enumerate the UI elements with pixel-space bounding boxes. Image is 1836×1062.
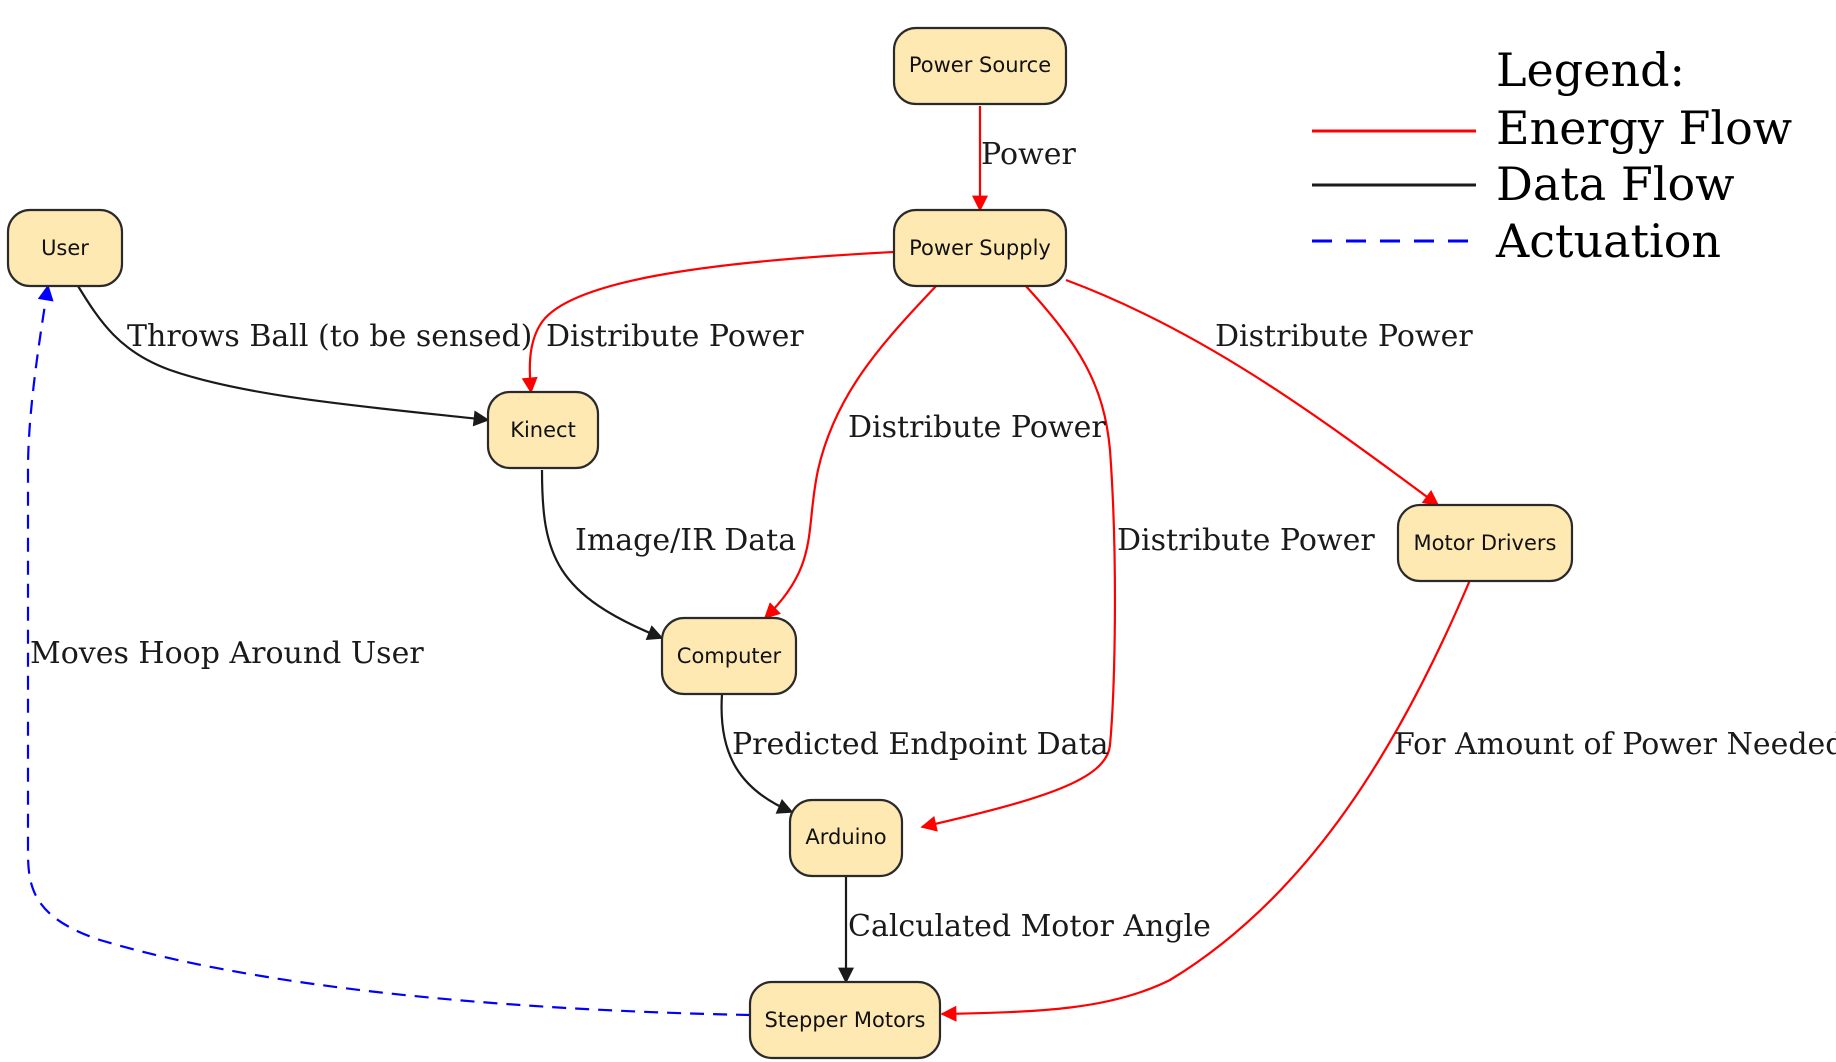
node-computer: Computer	[660, 616, 798, 696]
node-kinect: Kinect	[486, 390, 600, 470]
edge-kinect-to-computer	[540, 469, 664, 641]
node-stepper-motors-label: Stepper Motors	[765, 1008, 926, 1032]
legend-actuation-label: Actuation	[1495, 214, 1721, 268]
node-power-supply-label: Power Supply	[909, 236, 1051, 260]
node-power-supply: Power Supply	[892, 208, 1068, 288]
label-user-to-kinect: Throws Ball (to be sensed)	[127, 319, 532, 354]
node-arduino: Arduino	[788, 798, 904, 878]
edge-supply-to-arduino	[920, 283, 1117, 832]
label-drivers-to-steppers: For Amount of Power Needed	[1394, 727, 1836, 762]
legend-data-label: Data Flow	[1496, 157, 1735, 211]
label-power: Power	[981, 137, 1076, 172]
node-kinect-label: Kinect	[510, 418, 576, 442]
legend: Legend: Energy Flow Data Flow Actuation	[1312, 43, 1792, 268]
label-supply-to-arduino: Distribute Power	[1117, 523, 1375, 558]
edge-user-to-kinect	[77, 285, 490, 427]
label-computer-to-arduino: Predicted Endpoint Data	[732, 727, 1109, 762]
edge-supply-to-drivers	[1065, 278, 1440, 506]
node-arduino-label: Arduino	[805, 825, 886, 849]
node-power-source: Power Source	[892, 26, 1068, 106]
edge-labels: Power Distribute Power Distribute Power …	[30, 137, 1836, 944]
node-power-source-label: Power Source	[909, 53, 1051, 77]
edge-supply-to-kinect	[521, 250, 895, 394]
edge-supply-to-computer	[763, 283, 939, 620]
edge-steppers-to-user	[26, 284, 751, 1017]
nodes: Power Source Power Supply User Kinect Co…	[6, 26, 1574, 1060]
edge-computer-to-arduino	[720, 693, 794, 814]
edges	[26, 106, 1472, 1022]
label-kinect-to-computer: Image/IR Data	[575, 523, 796, 558]
node-user: User	[6, 208, 124, 288]
node-user-label: User	[41, 236, 89, 260]
node-computer-label: Computer	[677, 644, 782, 668]
legend-energy-label: Energy Flow	[1496, 101, 1792, 155]
node-motor-drivers-label: Motor Drivers	[1414, 531, 1557, 555]
node-stepper-motors: Stepper Motors	[748, 980, 942, 1060]
label-steppers-to-user: Moves Hoop Around User	[30, 636, 424, 671]
label-supply-to-kinect: Distribute Power	[546, 319, 804, 354]
edge-drivers-to-steppers	[940, 579, 1472, 1022]
label-supply-to-drivers: Distribute Power	[1215, 319, 1473, 354]
legend-title: Legend:	[1496, 43, 1685, 97]
label-supply-to-computer: Distribute Power	[848, 410, 1106, 445]
node-motor-drivers: Motor Drivers	[1396, 503, 1574, 583]
label-arduino-to-steppers: Calculated Motor Angle	[848, 909, 1211, 944]
